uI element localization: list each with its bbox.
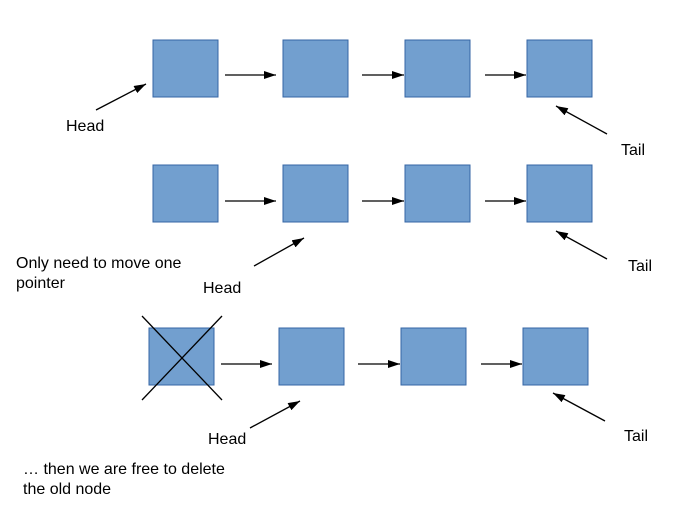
row-1-head-label: Head: [66, 118, 104, 135]
row-2-tail-label: Tail: [628, 258, 652, 275]
row-1-node-1: [152, 39, 219, 98]
row-1-node-3: [404, 39, 471, 98]
row-2-node-1: [152, 164, 219, 223]
row-3-deleted-node: [148, 327, 215, 386]
row-3-head-label: Head: [208, 431, 246, 448]
row-3-node-4: [522, 327, 589, 386]
row-2-head-label: Head: [203, 280, 241, 297]
row-3-tail-pointer-arrow: [552, 392, 606, 422]
row-2-list: Only need to move one pointer Head Tail: [16, 164, 652, 297]
row-1-list: Head Tail: [66, 39, 645, 159]
row-1-tail-pointer-arrow: [555, 105, 608, 135]
row-2-head-pointer-arrow: [253, 237, 305, 267]
row-1-node-2: [282, 39, 349, 98]
row-2-node-3: [404, 164, 471, 223]
row-3-tail-label: Tail: [624, 428, 648, 445]
row-2-note-line-1: Only need to move one: [16, 255, 182, 272]
row-3-note-line-2: the old node: [23, 481, 111, 498]
row-3-note-line-1: … then we are free to delete: [23, 461, 225, 478]
row-3-head-pointer-arrow: [249, 400, 301, 429]
row-2-tail-pointer-arrow: [555, 230, 608, 260]
row-1-tail-label: Tail: [621, 142, 645, 159]
row-3-node-3: [400, 327, 467, 386]
row-3-node-2: [278, 327, 345, 386]
row-1-head-pointer-arrow: [95, 83, 147, 111]
row-2-node-4: [526, 164, 593, 223]
row-2-note-line-2: pointer: [16, 275, 66, 292]
row-3-cross-stroke-2: [141, 315, 223, 401]
row-1-node-4: [526, 39, 593, 98]
row-2-node-2: [282, 164, 349, 223]
row-3-list: Head Tail … then we are free to delete t…: [23, 315, 648, 498]
